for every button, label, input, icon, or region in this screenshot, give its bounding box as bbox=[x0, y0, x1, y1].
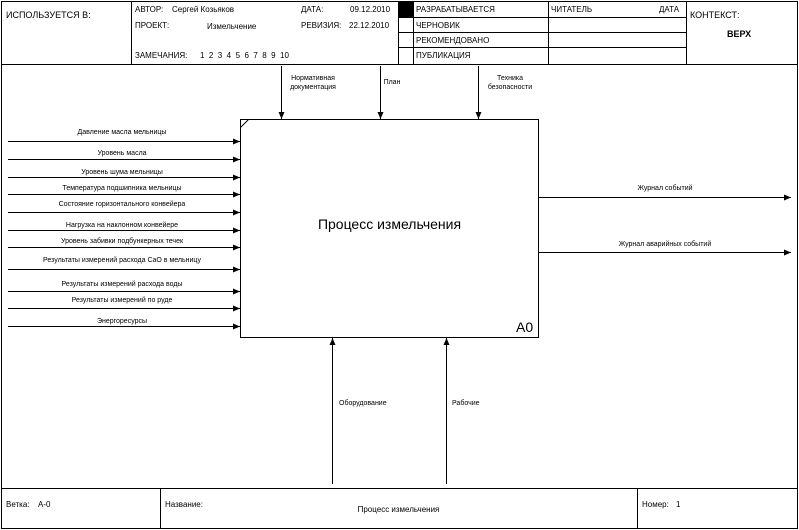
notes-label: ЗАМЕЧАНИЯ: bbox=[135, 51, 188, 60]
reader-label: ЧИТАТЕЛЬ bbox=[551, 5, 593, 14]
input-arrowhead-7 bbox=[233, 244, 240, 251]
input-arrowhead-10 bbox=[233, 305, 240, 312]
output-arrowhead-1 bbox=[784, 194, 791, 201]
input-arrowhead-4 bbox=[233, 191, 240, 198]
input-label-energy: Энергоресурсы bbox=[96, 318, 148, 325]
status-marker bbox=[399, 2, 413, 17]
author-value: Сергей Козьяков bbox=[172, 5, 235, 14]
control-arrowhead-1 bbox=[278, 112, 285, 119]
input-label-horizontal-conveyor: Состояние горизонтального конвейера bbox=[58, 201, 186, 208]
reader-date-label: ДАТА bbox=[659, 5, 680, 14]
process-box[interactable] bbox=[240, 119, 539, 338]
input-label-oil-level: Уровень масла bbox=[97, 150, 147, 157]
input-label-bearing-temp: Температура подшипника мельницы bbox=[62, 185, 182, 192]
control-arrowhead-3 bbox=[475, 112, 482, 119]
control-arrowhead-2 bbox=[377, 112, 384, 119]
input-arrowhead-11 bbox=[233, 323, 240, 330]
input-arrowhead-2 bbox=[233, 156, 240, 163]
number-label: Номер: bbox=[642, 500, 669, 509]
number-value: 1 bbox=[676, 500, 681, 509]
context-value: ВЕРХ bbox=[727, 29, 752, 39]
status-publication: ПУБЛИКАЦИЯ bbox=[416, 51, 471, 60]
input-label-chute-clogging: Уровень забивки подбункерных течек bbox=[60, 238, 184, 245]
node-value: A-0 bbox=[38, 500, 51, 509]
notes-numbers: 1 2 3 4 5 6 7 8 9 10 bbox=[200, 51, 289, 60]
revision-value: 22.12.2010 bbox=[349, 21, 390, 30]
input-arrowhead-3 bbox=[233, 174, 240, 181]
input-label-noise-level: Уровень шума мельницы bbox=[81, 169, 163, 176]
mechanism-arrowhead-1 bbox=[329, 338, 336, 345]
date-label: ДАТА: bbox=[301, 5, 324, 14]
process-title: Процесс измельчения bbox=[317, 216, 462, 232]
name-value: Процесс измельчения bbox=[357, 505, 440, 514]
node-label: Ветка: bbox=[6, 500, 30, 509]
status-draft: ЧЕРНОВИК bbox=[416, 21, 460, 30]
project-value: Измельчение bbox=[207, 22, 257, 31]
output-arrowhead-2 bbox=[784, 249, 791, 256]
used-in-label: ИСПОЛЬЗУЕТСЯ В: bbox=[6, 10, 91, 20]
author-label: АВТОР: bbox=[135, 5, 164, 14]
input-arrowhead-1 bbox=[233, 138, 240, 145]
context-label: КОНТЕКСТ: bbox=[690, 10, 740, 20]
mechanism-label-workers: Рабочие bbox=[452, 400, 480, 407]
input-arrowhead-8 bbox=[233, 266, 240, 273]
output-label-event-log: Журнал событий bbox=[637, 185, 693, 192]
input-arrowhead-6 bbox=[233, 227, 240, 234]
output-label-emergency-log: Журнал аварийных событий bbox=[618, 241, 712, 248]
status-developing: РАЗРАБАТЫВАЕТСЯ bbox=[416, 5, 495, 14]
input-label-inclined-conveyor: Нагрузка на наклонном конвейере bbox=[65, 222, 179, 229]
process-box-corner bbox=[240, 119, 249, 128]
control-label-plan: План bbox=[383, 79, 401, 86]
input-label-water-flow: Результаты измерений расхода воды bbox=[61, 281, 183, 288]
input-label-cao-flow: Результаты измерений расхода CaO в мельн… bbox=[43, 257, 201, 264]
date-value: 09.12.2010 bbox=[350, 5, 391, 14]
revision-label: РЕВИЗИЯ: bbox=[301, 21, 342, 30]
input-label-ore: Результаты измерений по руде bbox=[71, 297, 173, 304]
control-label-norm-docs: Нормативная документация bbox=[290, 75, 336, 91]
mechanism-arrowhead-2 bbox=[443, 338, 450, 345]
input-arrowhead-9 bbox=[233, 288, 240, 295]
input-arrowhead-5 bbox=[233, 209, 240, 216]
name-label: Название: bbox=[165, 500, 203, 509]
control-label-safety: Техника безопасности bbox=[487, 75, 533, 91]
mechanism-label-equipment: Оборудование bbox=[339, 400, 387, 407]
arrows-layer bbox=[8, 66, 791, 484]
input-label-oil-pressure: Давление масла мельницы bbox=[77, 129, 167, 136]
status-recommended: РЕКОМЕНДОВАНО bbox=[416, 36, 490, 45]
process-number: A0 bbox=[516, 319, 534, 335]
project-label: ПРОЕКТ: bbox=[135, 21, 170, 30]
